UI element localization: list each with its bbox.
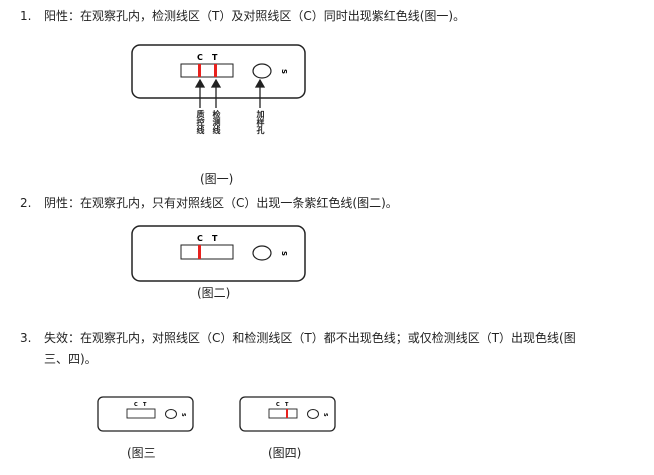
c-label: C	[134, 402, 138, 408]
result-window	[180, 244, 234, 260]
t-label: T	[143, 402, 147, 408]
figure-4-cassette: C T S	[239, 396, 336, 432]
item-number: 1.	[20, 9, 32, 23]
item-number: 3.	[20, 331, 32, 345]
s-label: S	[280, 69, 288, 74]
c-line-mark	[198, 245, 201, 259]
t-label: T	[212, 53, 218, 62]
s-label: S	[180, 413, 186, 417]
item-text-line-2: 三、四)。	[44, 352, 97, 366]
t-line-mark	[214, 64, 217, 77]
list-item-3-continued: 三、四)。	[44, 351, 97, 367]
arrow-label-test-line: 检测线	[212, 110, 221, 135]
arrow-label-sample-well: 加样孔	[256, 110, 265, 135]
figure-2-cassette: C T S	[131, 225, 306, 282]
s-label: S	[322, 413, 328, 417]
result-window	[268, 408, 298, 419]
item-text: 阳性：在观察孔内，检测线区（T）及对照线区（C）同时出现紫红色线(图一)。	[44, 9, 466, 23]
figure-2-caption: (图二)	[197, 286, 231, 300]
figure-4-caption: (图四)	[268, 446, 302, 460]
result-window	[180, 63, 234, 78]
s-label: S	[280, 251, 288, 256]
figure-3-caption: (图三	[127, 446, 156, 460]
item-text: 阴性：在观察孔内，只有对照线区（C）出现一条紫红色线(图二)。	[44, 196, 398, 210]
c-line-mark	[198, 64, 201, 77]
figure-1-arrows	[194, 78, 266, 108]
item-number: 2.	[20, 196, 32, 210]
sample-well	[252, 63, 272, 79]
t-label: T	[212, 234, 218, 243]
sample-well	[165, 409, 177, 419]
c-label: C	[197, 234, 203, 243]
sample-well	[307, 409, 319, 419]
arrow-label-control-line: 质控线	[196, 110, 205, 135]
result-window	[126, 408, 156, 419]
figure-3-cassette: C T S	[97, 396, 194, 432]
t-label: T	[285, 402, 289, 408]
sample-well	[252, 245, 272, 261]
item-text-line-1: 失效：在观察孔内，对照线区（C）和检测线区（T）都不出现色线；或仅检测线区（T）…	[44, 331, 576, 345]
c-label: C	[276, 402, 280, 408]
t-line-mark	[286, 409, 288, 418]
figure-1-caption: (图一)	[200, 172, 234, 186]
c-label: C	[197, 53, 203, 62]
